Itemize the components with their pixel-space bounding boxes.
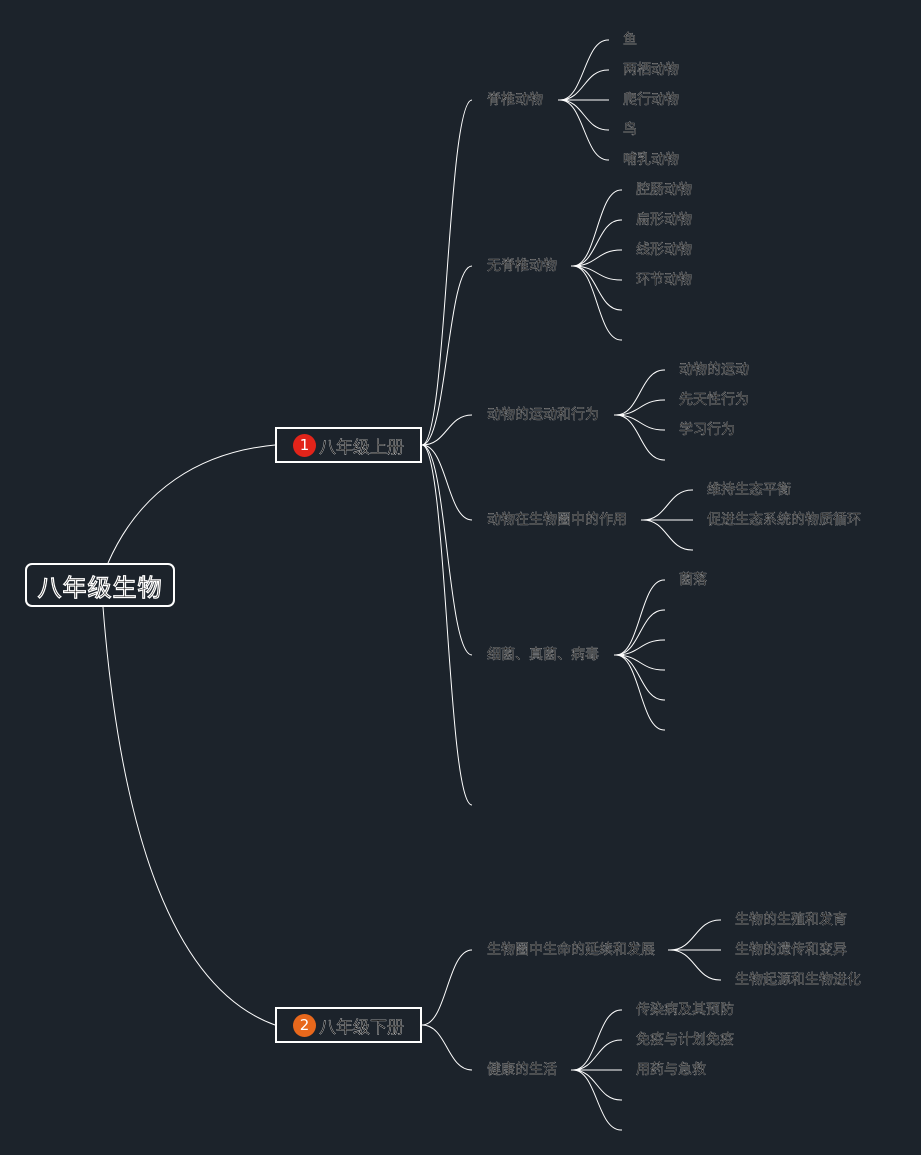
- link-topic-3-to-leaf-4: [615, 414, 665, 461]
- link-topic-2-to-leaf-2: [572, 219, 622, 267]
- link-topic-2-to-leaf-1: [572, 1009, 622, 1071]
- link-root-to-volume2: [102, 606, 276, 1026]
- topic-label[interactable]: 无脊椎动物: [487, 258, 557, 274]
- link-volume1-to-topic-1: [421, 99, 473, 446]
- leaf-label[interactable]: 鸟: [623, 122, 637, 138]
- leaf-label[interactable]: 传染病及其预防: [636, 1002, 734, 1018]
- topic-label[interactable]: 生物圈中生命的延续和发展: [487, 942, 655, 958]
- link-volume1-to-topic-5: [421, 444, 473, 656]
- link-topic-2-to-leaf-6: [572, 265, 622, 341]
- main-branch-grade8-volume2[interactable]: 2 八年级下册: [275, 1007, 422, 1043]
- main-branch-label: 八年级上册: [319, 437, 404, 458]
- priority-2-icon: 2: [293, 1013, 316, 1037]
- link-topic-5-to-leaf-3: [615, 639, 665, 656]
- leaf-label[interactable]: 维持生态平衡: [707, 482, 791, 498]
- link-topic-1-to-leaf-5: [559, 99, 609, 161]
- topic-label[interactable]: 动物在生物圈中的作用: [487, 512, 627, 528]
- leaf-label[interactable]: 生物的遗传和变异: [735, 942, 847, 958]
- link-topic-5-to-leaf-2: [615, 609, 665, 656]
- leaf-label[interactable]: 先天性行为: [679, 392, 749, 408]
- link-topic-5-to-leaf-6: [615, 654, 665, 731]
- link-volume1-to-topic-6: [421, 444, 473, 806]
- link-topic-5-to-leaf-5: [615, 654, 665, 701]
- link-topic-4-to-leaf-3: [642, 519, 693, 551]
- link-topic-2-to-leaf-1: [572, 189, 622, 267]
- leaf-label[interactable]: 环节动物: [636, 272, 692, 288]
- leaf-label[interactable]: 鱼: [623, 32, 637, 48]
- root-node[interactable]: 八年级生物: [25, 563, 175, 607]
- leaf-label[interactable]: 学习行为: [679, 422, 735, 438]
- leaf-label[interactable]: 生物的生殖和发育: [735, 912, 847, 928]
- topic-label[interactable]: 脊椎动物: [487, 92, 543, 108]
- link-topic-3-to-leaf-3: [615, 414, 665, 431]
- leaf-label[interactable]: 促进生态系统的物质循环: [707, 512, 861, 528]
- link-topic-2-to-leaf-5: [572, 265, 622, 311]
- link-root-to-volume1: [107, 444, 276, 564]
- leaf-label[interactable]: 两栖动物: [623, 62, 679, 78]
- leaf-label[interactable]: 免疫与计划免疫: [636, 1032, 734, 1048]
- link-topic-3-to-leaf-2: [615, 399, 665, 416]
- link-volume1-to-topic-4: [421, 444, 473, 521]
- link-topic-1-to-leaf-4: [559, 99, 609, 131]
- topic-label[interactable]: 健康的生活: [487, 1062, 557, 1078]
- topic-label[interactable]: 细菌、真菌、病毒: [487, 647, 599, 663]
- link-topic-3-to-leaf-1: [615, 369, 665, 416]
- link-topic-2-to-leaf-5: [572, 1069, 622, 1131]
- link-topic-4-to-leaf-1: [642, 489, 693, 521]
- leaf-label[interactable]: 用药与急救: [636, 1062, 706, 1078]
- link-volume2-to-topic-1: [421, 949, 473, 1026]
- leaf-label[interactable]: 菌落: [679, 572, 707, 588]
- leaf-label[interactable]: 哺乳动物: [623, 152, 679, 168]
- link-topic-2-to-leaf-3: [572, 249, 622, 267]
- link-topic-5-to-leaf-1: [615, 579, 665, 656]
- link-topic-1-to-leaf-1: [669, 919, 721, 951]
- leaf-label[interactable]: 扁形动物: [636, 212, 692, 228]
- leaf-label[interactable]: 生物起源和生物进化: [735, 972, 861, 988]
- root-label: 八年级生物: [37, 573, 163, 602]
- link-topic-2-to-leaf-2: [572, 1039, 622, 1071]
- priority-1-icon: 1: [293, 433, 316, 457]
- main-branch-grade8-volume1[interactable]: 1 八年级上册: [275, 427, 422, 463]
- link-topic-1-to-leaf-1: [559, 39, 609, 101]
- leaf-label[interactable]: 爬行动物: [623, 92, 679, 108]
- link-volume1-to-topic-2: [421, 265, 473, 446]
- main-branch-label: 八年级下册: [319, 1017, 404, 1038]
- leaf-label[interactable]: 动物的运动: [679, 362, 749, 378]
- topic-label[interactable]: 动物的运动和行为: [487, 407, 599, 423]
- link-topic-2-to-leaf-4: [572, 1069, 622, 1101]
- link-volume1-to-topic-3: [421, 414, 473, 446]
- leaf-label[interactable]: 腔肠动物: [636, 182, 692, 198]
- link-topic-1-to-leaf-3: [669, 949, 721, 981]
- link-topic-1-to-leaf-2: [559, 69, 609, 101]
- link-volume2-to-topic-2: [421, 1024, 473, 1071]
- leaf-label[interactable]: 线形动物: [636, 242, 692, 258]
